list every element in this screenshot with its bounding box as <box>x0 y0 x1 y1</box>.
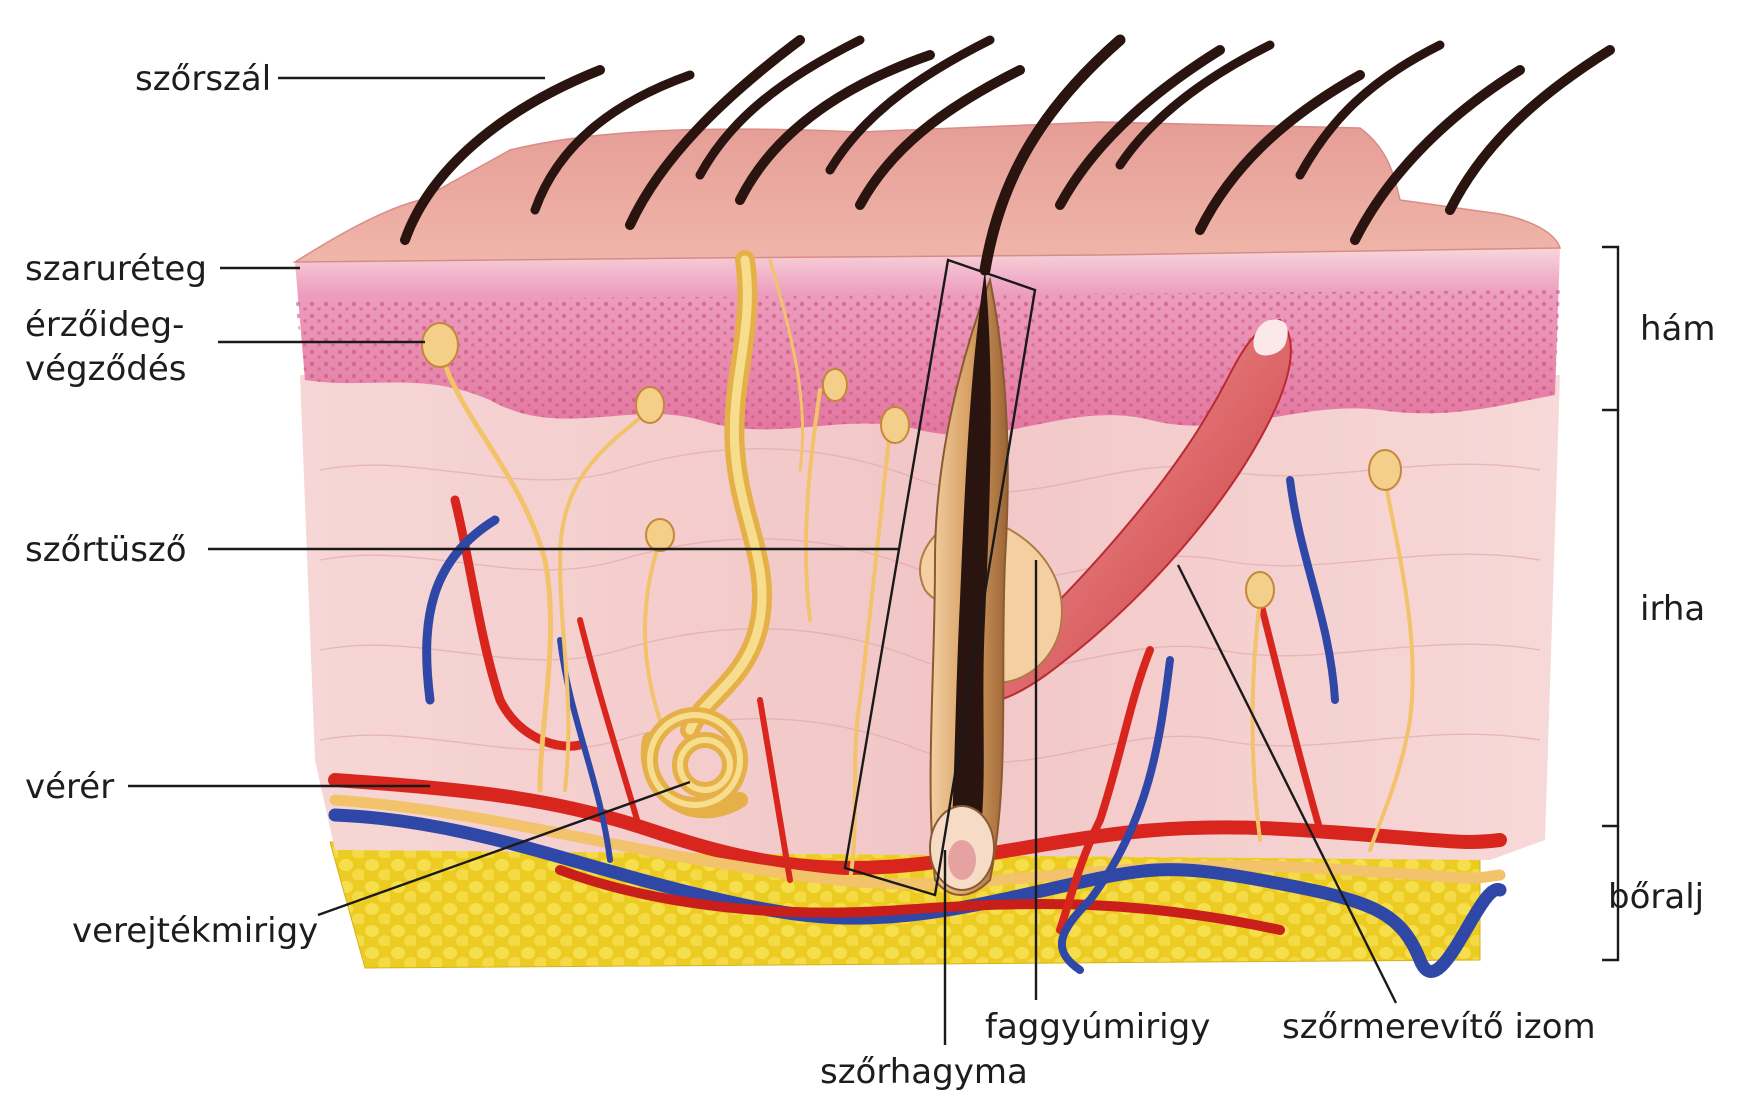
label-stratum-corneum: szaruréteg <box>25 249 207 289</box>
skin-surface <box>295 122 1560 262</box>
label-dermis: irha <box>1640 589 1705 629</box>
label-epidermis: hám <box>1640 309 1716 349</box>
label-hair-follicle: szőrtüsző <box>25 530 187 570</box>
nerve-ending-4 <box>881 407 909 443</box>
label-hypodermis: bőralj <box>1608 877 1704 917</box>
label-blood-vessel: vérér <box>25 767 114 807</box>
label-arrector-muscle: szőrmerevítő izom <box>1282 1007 1596 1047</box>
hair-papilla <box>948 840 976 880</box>
label-nerve-ending-line2: végződés <box>25 349 186 389</box>
label-nerve-ending-line1: érzőideg- <box>25 305 184 345</box>
label-sebaceous-gland: faggyúmirigy <box>985 1007 1210 1047</box>
bracket-epidermis <box>1602 247 1618 410</box>
label-hair-shaft: szőrszál <box>135 59 271 99</box>
nerve-ending-6 <box>1369 450 1401 490</box>
nerve-ending-7 <box>1246 572 1274 608</box>
layer-brackets <box>1602 247 1618 960</box>
label-hair-bulb: szőrhagyma <box>820 1052 1028 1092</box>
nerve-ending-1 <box>422 323 458 367</box>
nerve-ending-5 <box>823 369 847 401</box>
nerve-ending-2 <box>636 387 664 423</box>
nerve-ending-3 <box>646 519 674 551</box>
label-sweat-gland: verejtékmirigy <box>72 911 318 951</box>
bracket-dermis <box>1602 410 1618 826</box>
